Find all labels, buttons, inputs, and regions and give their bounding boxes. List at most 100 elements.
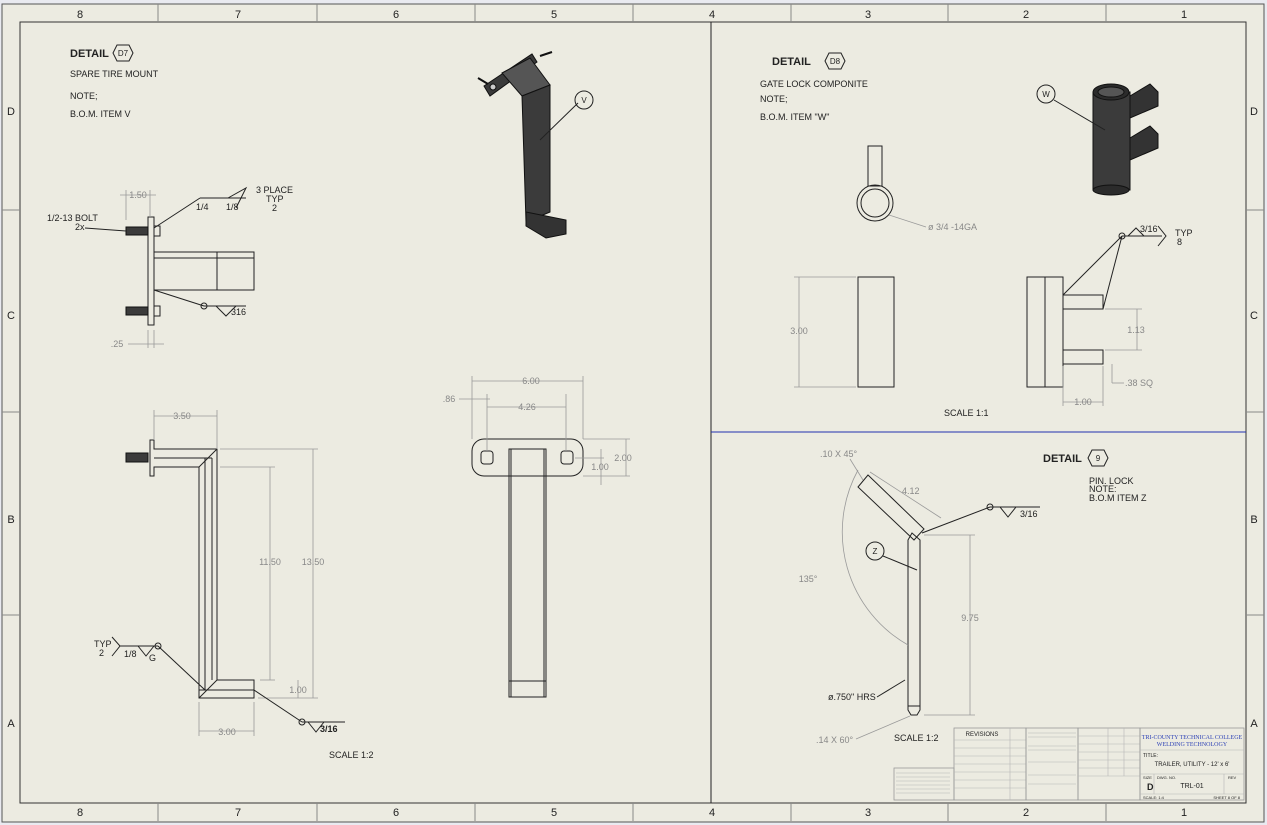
- detail-9-title: PIN. LOCK: [1089, 476, 1134, 486]
- detail-d7-bom: B.O.M. ITEM V: [70, 109, 131, 119]
- plate-dim-4-26: 4.26: [518, 402, 536, 412]
- iso-tab-bottom: [1129, 125, 1159, 161]
- dim-1-00: 1.00: [289, 685, 307, 695]
- zone-4: 4: [709, 9, 715, 21]
- zone-1-bottom: 1: [1181, 807, 1187, 819]
- zone-b-right: B: [1250, 514, 1257, 526]
- weld-1-8-g: 1/8: [124, 649, 137, 659]
- zone-5-bottom: 5: [551, 807, 557, 819]
- d8-dim-3-00: 3.00: [790, 326, 808, 336]
- zone-3: 3: [865, 9, 871, 21]
- detail-d7-note: NOTE;: [70, 91, 98, 101]
- rev-label: REV: [1228, 775, 1237, 780]
- detail-d8-bom: B.O.M. ITEM "W": [760, 112, 829, 122]
- balloon-w-leader: [1053, 99, 1106, 131]
- iso-tab-top: [1129, 83, 1159, 119]
- detail-9-heading: DETAIL: [1043, 453, 1082, 465]
- plate-dim-0-86: .86: [443, 394, 456, 404]
- zone-3-bottom: 3: [865, 807, 871, 819]
- ring-outer: [856, 184, 894, 222]
- dim-11-50: 11.50: [259, 557, 281, 567]
- iso-foot: [525, 211, 567, 239]
- d8-dim-1-00: 1.00: [1074, 397, 1092, 407]
- bolt-qty: 2x: [75, 222, 85, 232]
- detail-d7-heading: DETAIL: [70, 48, 109, 60]
- bolt-thread-top: [125, 226, 149, 236]
- detail-9-tag: 9: [1096, 454, 1101, 463]
- d7-isometric-view: [477, 51, 567, 239]
- balloon-w: [1036, 84, 1056, 104]
- d9-chamfer-top: .10 X 45°: [820, 449, 858, 459]
- tube-callout: ø 3/4 -14GA: [928, 222, 977, 232]
- d9-scale: SCALE 1:2: [894, 733, 939, 743]
- weld-g: G: [149, 653, 156, 663]
- detail-d7-tag-hexagon: [112, 44, 134, 62]
- zone-7: 7: [235, 9, 241, 21]
- dwg-no-label: DWG. NO.: [1157, 775, 1176, 780]
- bolt-head-bottom: [153, 305, 161, 317]
- department: WELDING TECHNOLOGY: [1157, 742, 1228, 748]
- d9-angle: 135°: [799, 574, 818, 584]
- weld-typ-n: 2: [272, 203, 277, 213]
- sheet-number: SHEET 8 OF 8: [1213, 795, 1240, 800]
- detail-d7-tag: D7: [118, 49, 129, 58]
- title-block: REVISIONS TRI-COUNTY TECHNICAL COLLEGE W…: [893, 727, 1245, 801]
- angle-arc: [841, 469, 909, 646]
- pin-rod: [907, 532, 921, 716]
- balloon-z-leader: [882, 555, 918, 571]
- plate-dim-1-00: 1.00: [591, 462, 609, 472]
- plate-dim-6-00: 6.00: [522, 376, 540, 386]
- balloon-z-label: Z: [873, 547, 878, 556]
- detail-9: DETAIL 9 PIN. LOCK NOTE: B.O.M ITEM Z 13…: [799, 449, 1147, 745]
- detail-d8-title: GATE LOCK COMPONITE: [760, 79, 868, 89]
- iso-upright: [521, 84, 551, 223]
- dim-3-00: 3.00: [218, 727, 236, 737]
- detail-9-tag-hexagon: [1087, 449, 1109, 467]
- pin-angled-leg: [857, 474, 925, 541]
- dim-1-50: 1.50: [129, 190, 147, 200]
- zone-a-right: A: [1250, 718, 1258, 730]
- zone-2-bottom: 2: [1023, 807, 1029, 819]
- zone-labels-top: 8 7 6 5 4 3 2 1: [77, 9, 1187, 21]
- ring-inner: [860, 188, 890, 218]
- detail-d7-title: SPARE TIRE MOUNT: [70, 69, 159, 79]
- plate-hole-right: [560, 450, 574, 465]
- bolt-leader: [84, 227, 127, 232]
- school-name: TRI-COUNTY TECHNICAL COLLEGE: [1142, 735, 1243, 741]
- d7-plate-view: [471, 438, 584, 698]
- detail-d8-tag: D8: [830, 57, 841, 66]
- zone-ticks: [2, 4, 1264, 821]
- d8-weld-typ: TYP: [1175, 228, 1193, 238]
- detail-d8-tag-hexagon: [824, 52, 846, 70]
- zone-5: 5: [551, 9, 557, 21]
- drawing-frame: [19, 21, 1247, 804]
- ring-stem: [867, 145, 883, 187]
- dim-0-25: .25: [111, 339, 124, 349]
- zone-labels-side: D C B A D C B A: [7, 106, 1258, 730]
- d8-dim-38sq: .38 SQ: [1125, 378, 1153, 388]
- d9-rod: ø.750" HRS: [828, 692, 876, 702]
- sheet-scale: SCALE: 1:4: [1143, 795, 1165, 800]
- zone-a-left: A: [7, 718, 15, 730]
- sheet-size: D: [1147, 782, 1154, 792]
- zone-8-bottom: 8: [77, 807, 83, 819]
- d8-dim-1-13: 1.13: [1127, 325, 1145, 335]
- balloon-v: [574, 90, 594, 110]
- zone-d-right: D: [1250, 106, 1258, 118]
- balloon-v-leader: [539, 102, 579, 141]
- zone-b-left: B: [7, 514, 14, 526]
- dim-3-50: 3.50: [173, 411, 191, 421]
- balloon-v-label: V: [581, 96, 587, 105]
- balloon-z: [865, 541, 885, 561]
- detail-9-bom: B.O.M ITEM Z: [1089, 493, 1147, 503]
- detail-d8-heading: DETAIL: [772, 56, 811, 68]
- title-label: TITLE:: [1143, 753, 1158, 759]
- detail-d8-note: NOTE;: [760, 94, 788, 104]
- weld-1-4: 1/4: [196, 202, 209, 212]
- front-outline: [149, 439, 255, 699]
- bolt-thread-bottom: [125, 306, 149, 316]
- d9-dim-9-75: 9.75: [961, 613, 979, 623]
- d8-front-tube: [857, 276, 895, 388]
- d8-weld-n: 8: [1177, 237, 1182, 247]
